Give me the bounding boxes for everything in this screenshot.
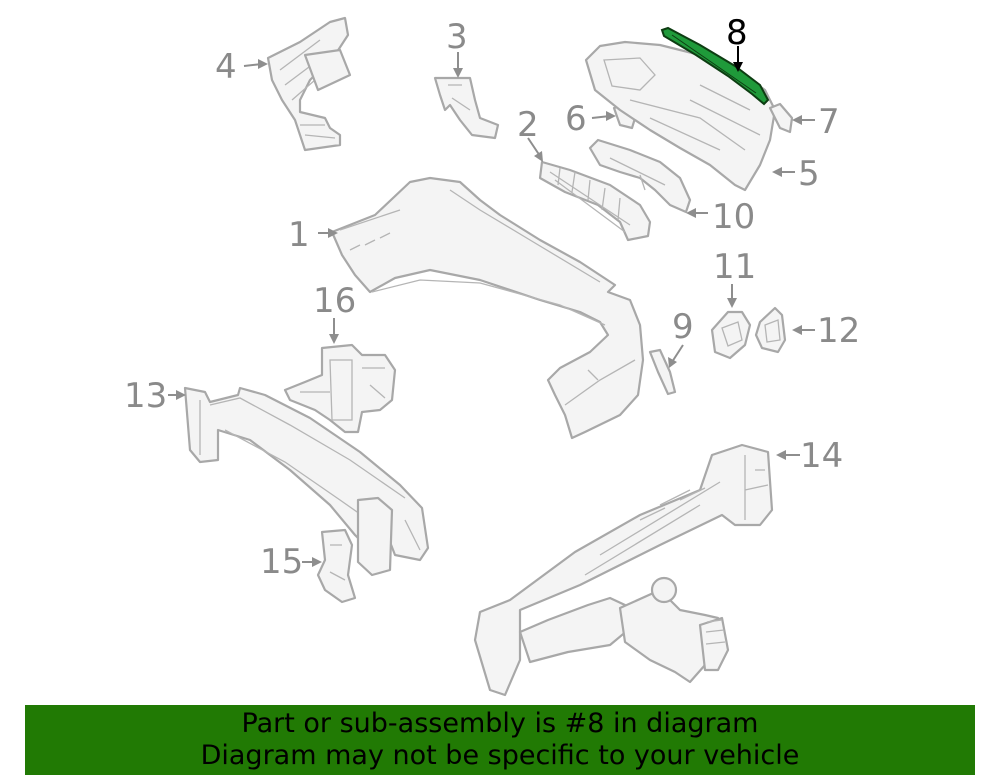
- callout-10: 10: [712, 197, 755, 237]
- part-9-trim: [648, 348, 677, 396]
- callout-numbers: 1 2 3 4 5 6 7 8 9 10 11 12 13 14 15 16: [124, 13, 860, 582]
- part-16-mount: [283, 343, 397, 434]
- callout-1: 1: [288, 215, 310, 255]
- callout-3: 3: [446, 17, 468, 57]
- callout-15: 15: [260, 542, 303, 582]
- callout-5: 5: [798, 154, 820, 194]
- parts-diagram: 1 2 3 4 5 6 7 8 9 10 11 12 13 14 15 16: [124, 13, 860, 697]
- part-14-tow-hitch: [473, 443, 774, 697]
- callout-2: 2: [517, 105, 539, 145]
- callout-8: 8: [726, 13, 748, 53]
- callout-13: 13: [124, 376, 167, 416]
- callout-4: 4: [215, 47, 237, 87]
- callout-6: 6: [565, 99, 587, 139]
- part-3-bracket: [433, 76, 500, 140]
- callout-9: 9: [672, 307, 694, 347]
- leader-lines: [168, 46, 815, 567]
- info-banner: Part or sub-assembly is #8 in diagram Di…: [25, 705, 975, 775]
- callout-11: 11: [713, 247, 756, 287]
- part-2-grille-strip: [538, 160, 652, 242]
- part-7-piece: [768, 102, 794, 134]
- banner-line-1: Part or sub-assembly is #8 in diagram: [241, 708, 759, 739]
- part-10-trim: [588, 138, 692, 214]
- part-12-cover: [754, 306, 787, 354]
- callout-14: 14: [800, 436, 843, 476]
- callout-12: 12: [817, 311, 860, 351]
- part-11-housing: [710, 310, 752, 360]
- banner-line-2: Diagram may not be specific to your vehi…: [200, 740, 800, 771]
- part-8-highlighted-strip: [660, 26, 770, 106]
- callout-16: 16: [313, 281, 356, 321]
- part-5-diffuser: [584, 40, 777, 192]
- part-4-side-bracket: [266, 16, 352, 152]
- part-15-plate: [316, 528, 357, 604]
- part-1-bumper-cover: [330, 176, 645, 440]
- callout-7: 7: [818, 102, 840, 142]
- part-13-bumper-beam: [183, 386, 430, 577]
